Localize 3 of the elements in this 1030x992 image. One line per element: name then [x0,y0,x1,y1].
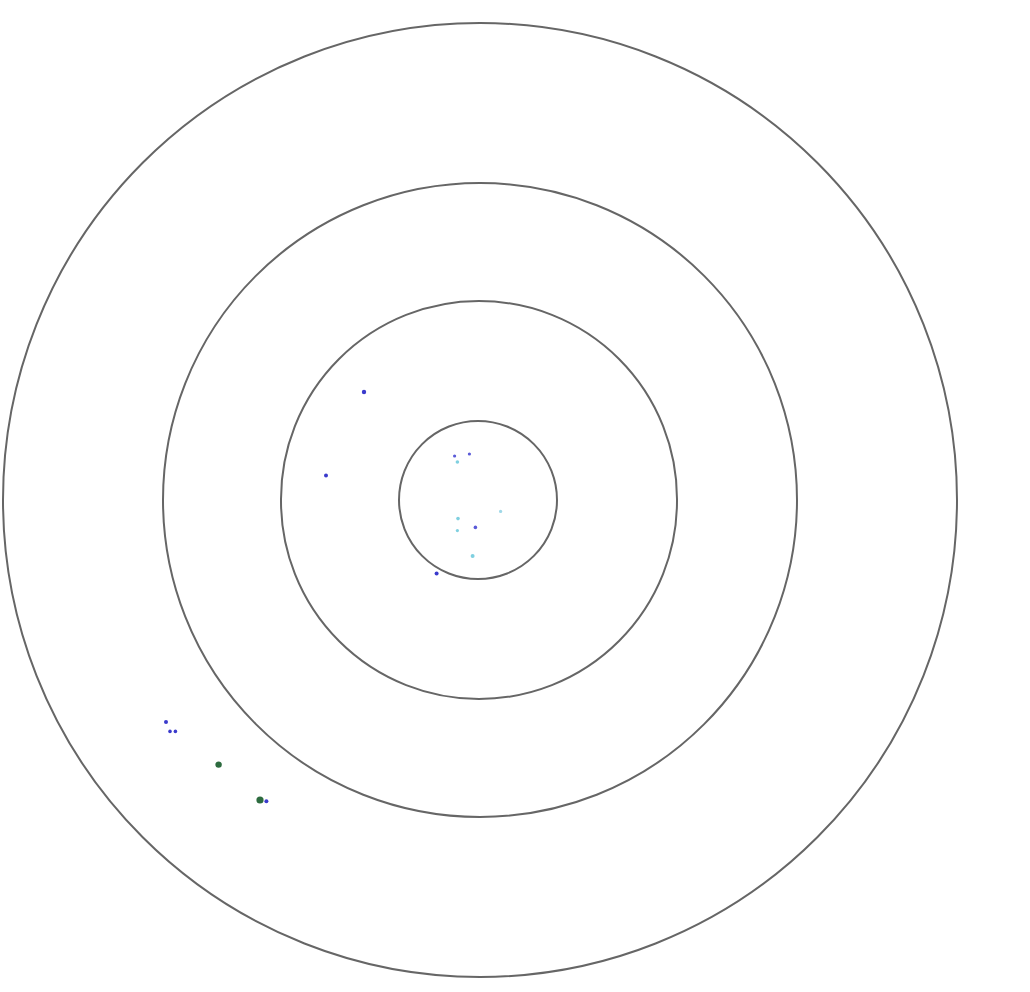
target-ring [161,182,797,818]
target-ring [1,22,957,978]
target-ring [279,300,679,700]
